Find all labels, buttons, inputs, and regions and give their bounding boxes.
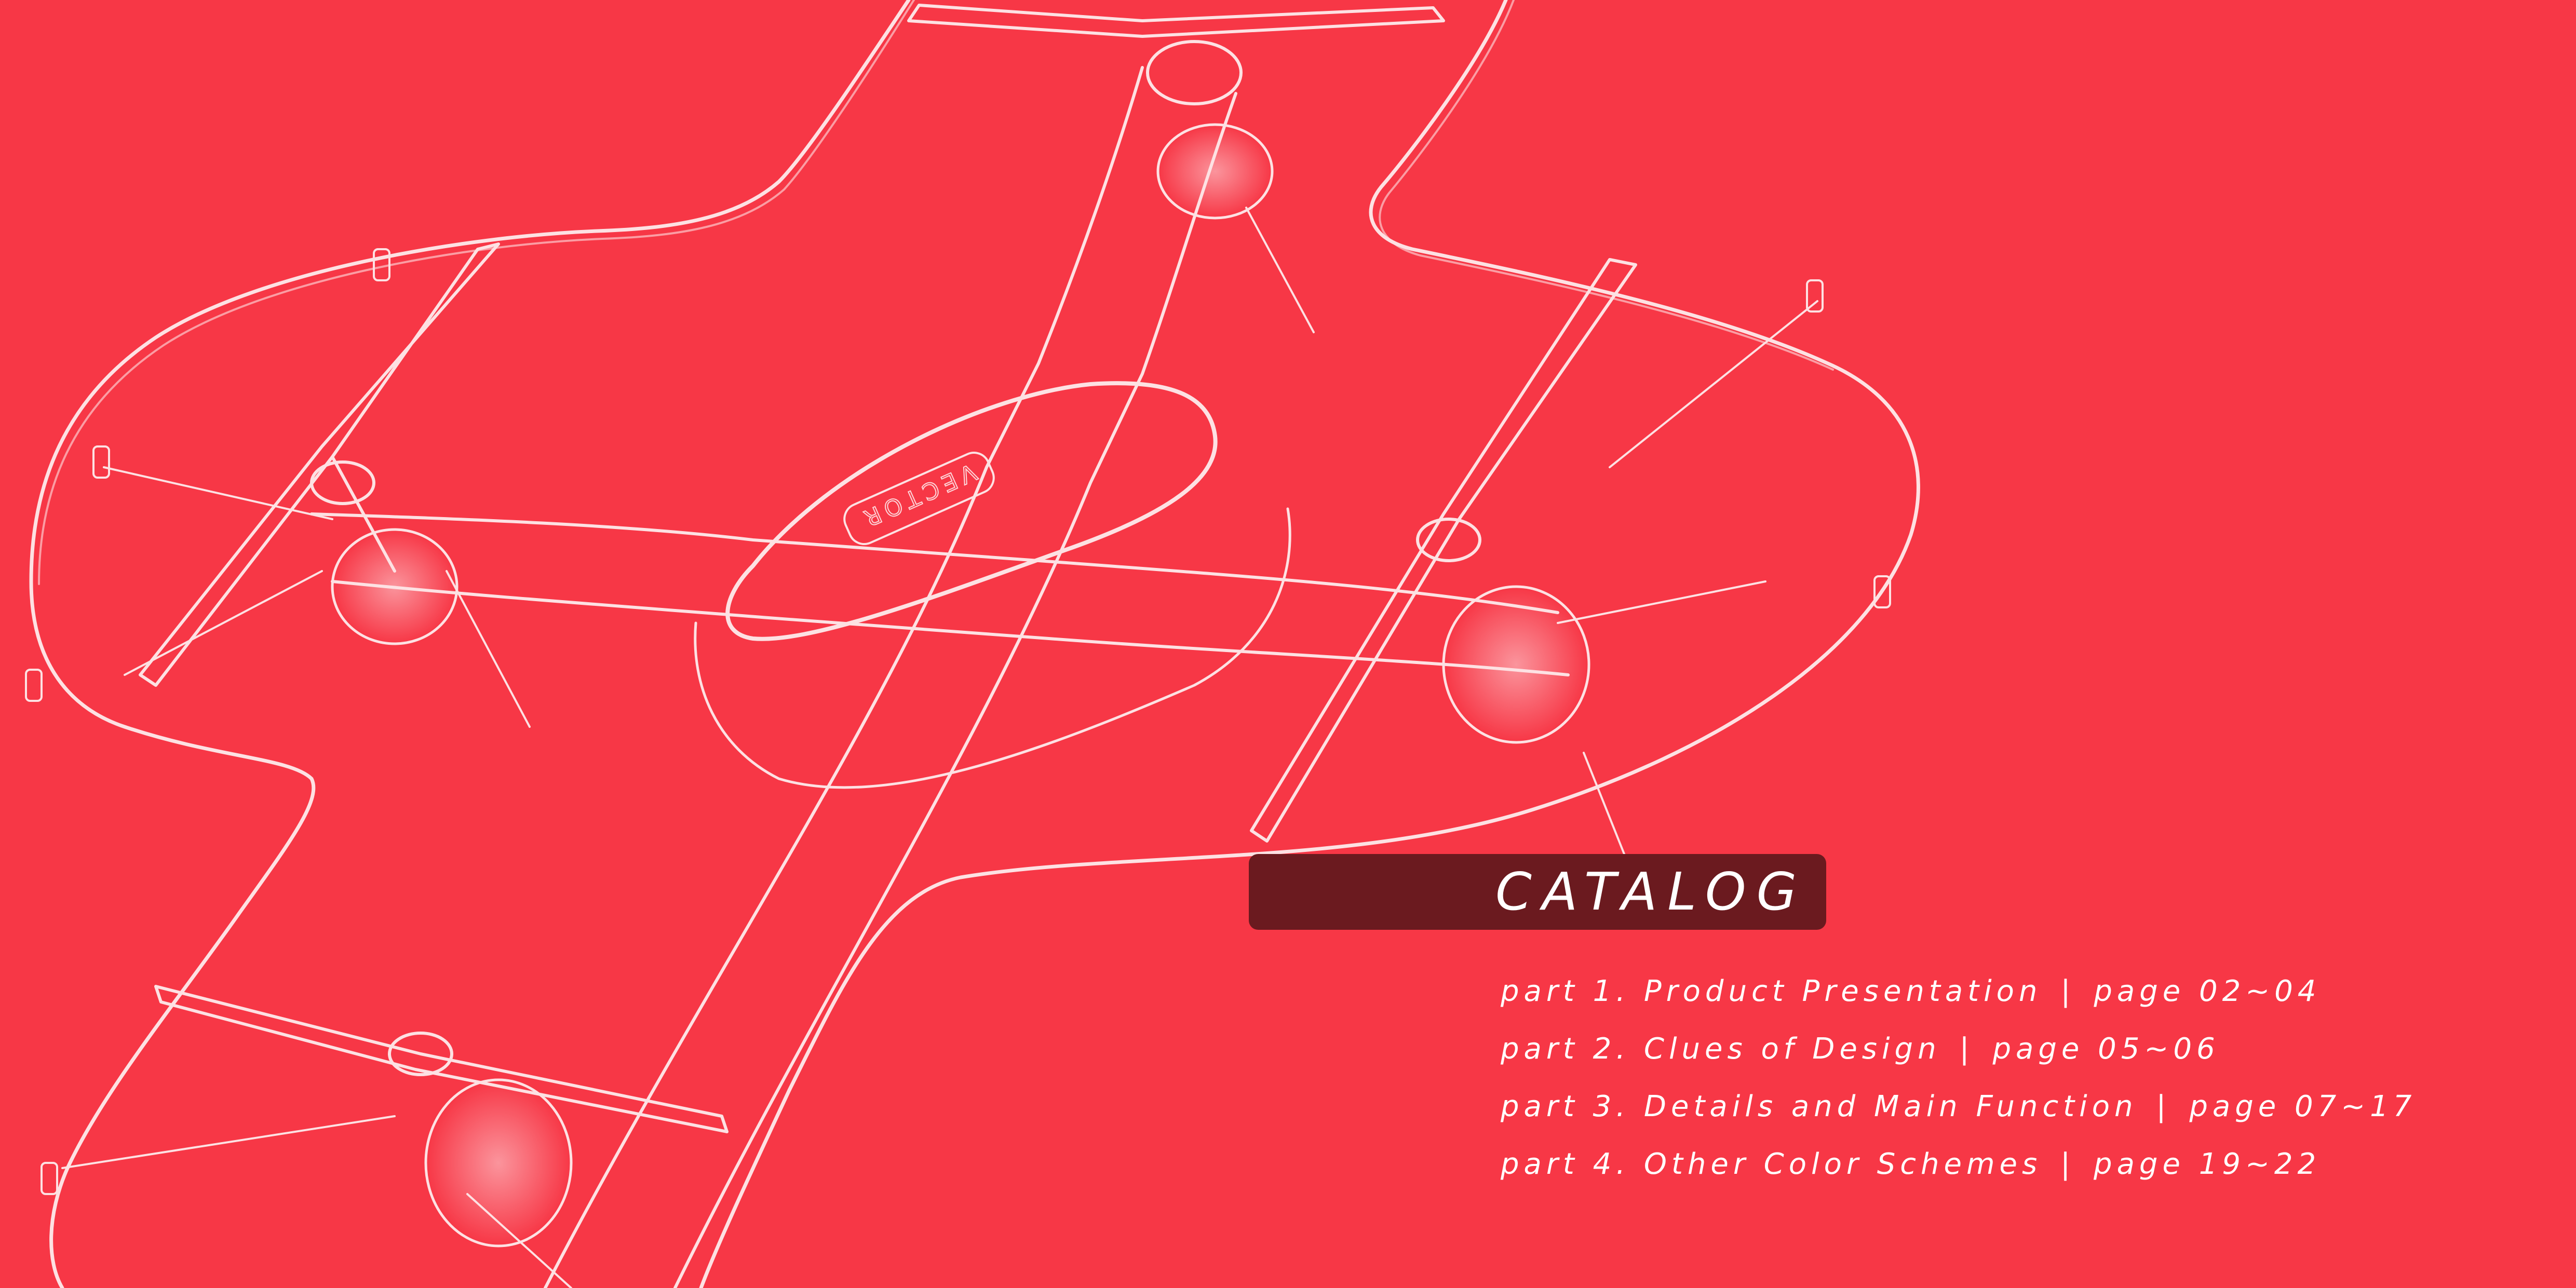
catalog-entry-part-4: part 4. Other Color Schemes | page 19~22 <box>1501 1138 2416 1196</box>
drone-arm-front <box>544 66 1144 1288</box>
catalog-entry-part-1: part 1. Product Presentation | page 02~04 <box>1501 966 2416 1023</box>
catalog-entry-separator: | <box>2060 1147 2075 1181</box>
catalog-entry-separator: | <box>2060 974 2075 1008</box>
catalog-entry-part: part 1. Product Presentation <box>1501 974 2042 1008</box>
catalog-title-banner <box>1249 854 1826 930</box>
drone-body <box>725 381 1218 641</box>
catalog-entry-part: part 3. Details and Main Function <box>1501 1090 2138 1123</box>
catalog-entry-part-2: part 2. Clues of Design | page 05~06 <box>1501 1023 2416 1081</box>
catalog-entry-part: part 4. Other Color Schemes <box>1501 1147 2042 1181</box>
catalog-entry-separator: | <box>2156 1090 2171 1123</box>
catalog-entry-pages: page 19~22 <box>2094 1147 2321 1181</box>
catalog-entry-separator: | <box>1959 1032 1974 1066</box>
catalog-entry-pages: page 05~06 <box>1992 1032 2220 1066</box>
catalog-entry-part: part 2. Clues of Design <box>1501 1032 1941 1066</box>
catalog-entry-part-3: part 3. Details and Main Function | page 0… <box>1501 1081 2416 1138</box>
guard-frame-outline <box>29 0 911 1288</box>
catalog-list: part 1. Product Presentation|page 02~04 … <box>1501 966 2416 1196</box>
catalog-entry-pages: page 02~04 <box>2094 974 2321 1008</box>
catalog-title: CATALOG <box>1495 861 1808 922</box>
catalog-entry-pages: page 07~17 <box>2189 1090 2417 1123</box>
